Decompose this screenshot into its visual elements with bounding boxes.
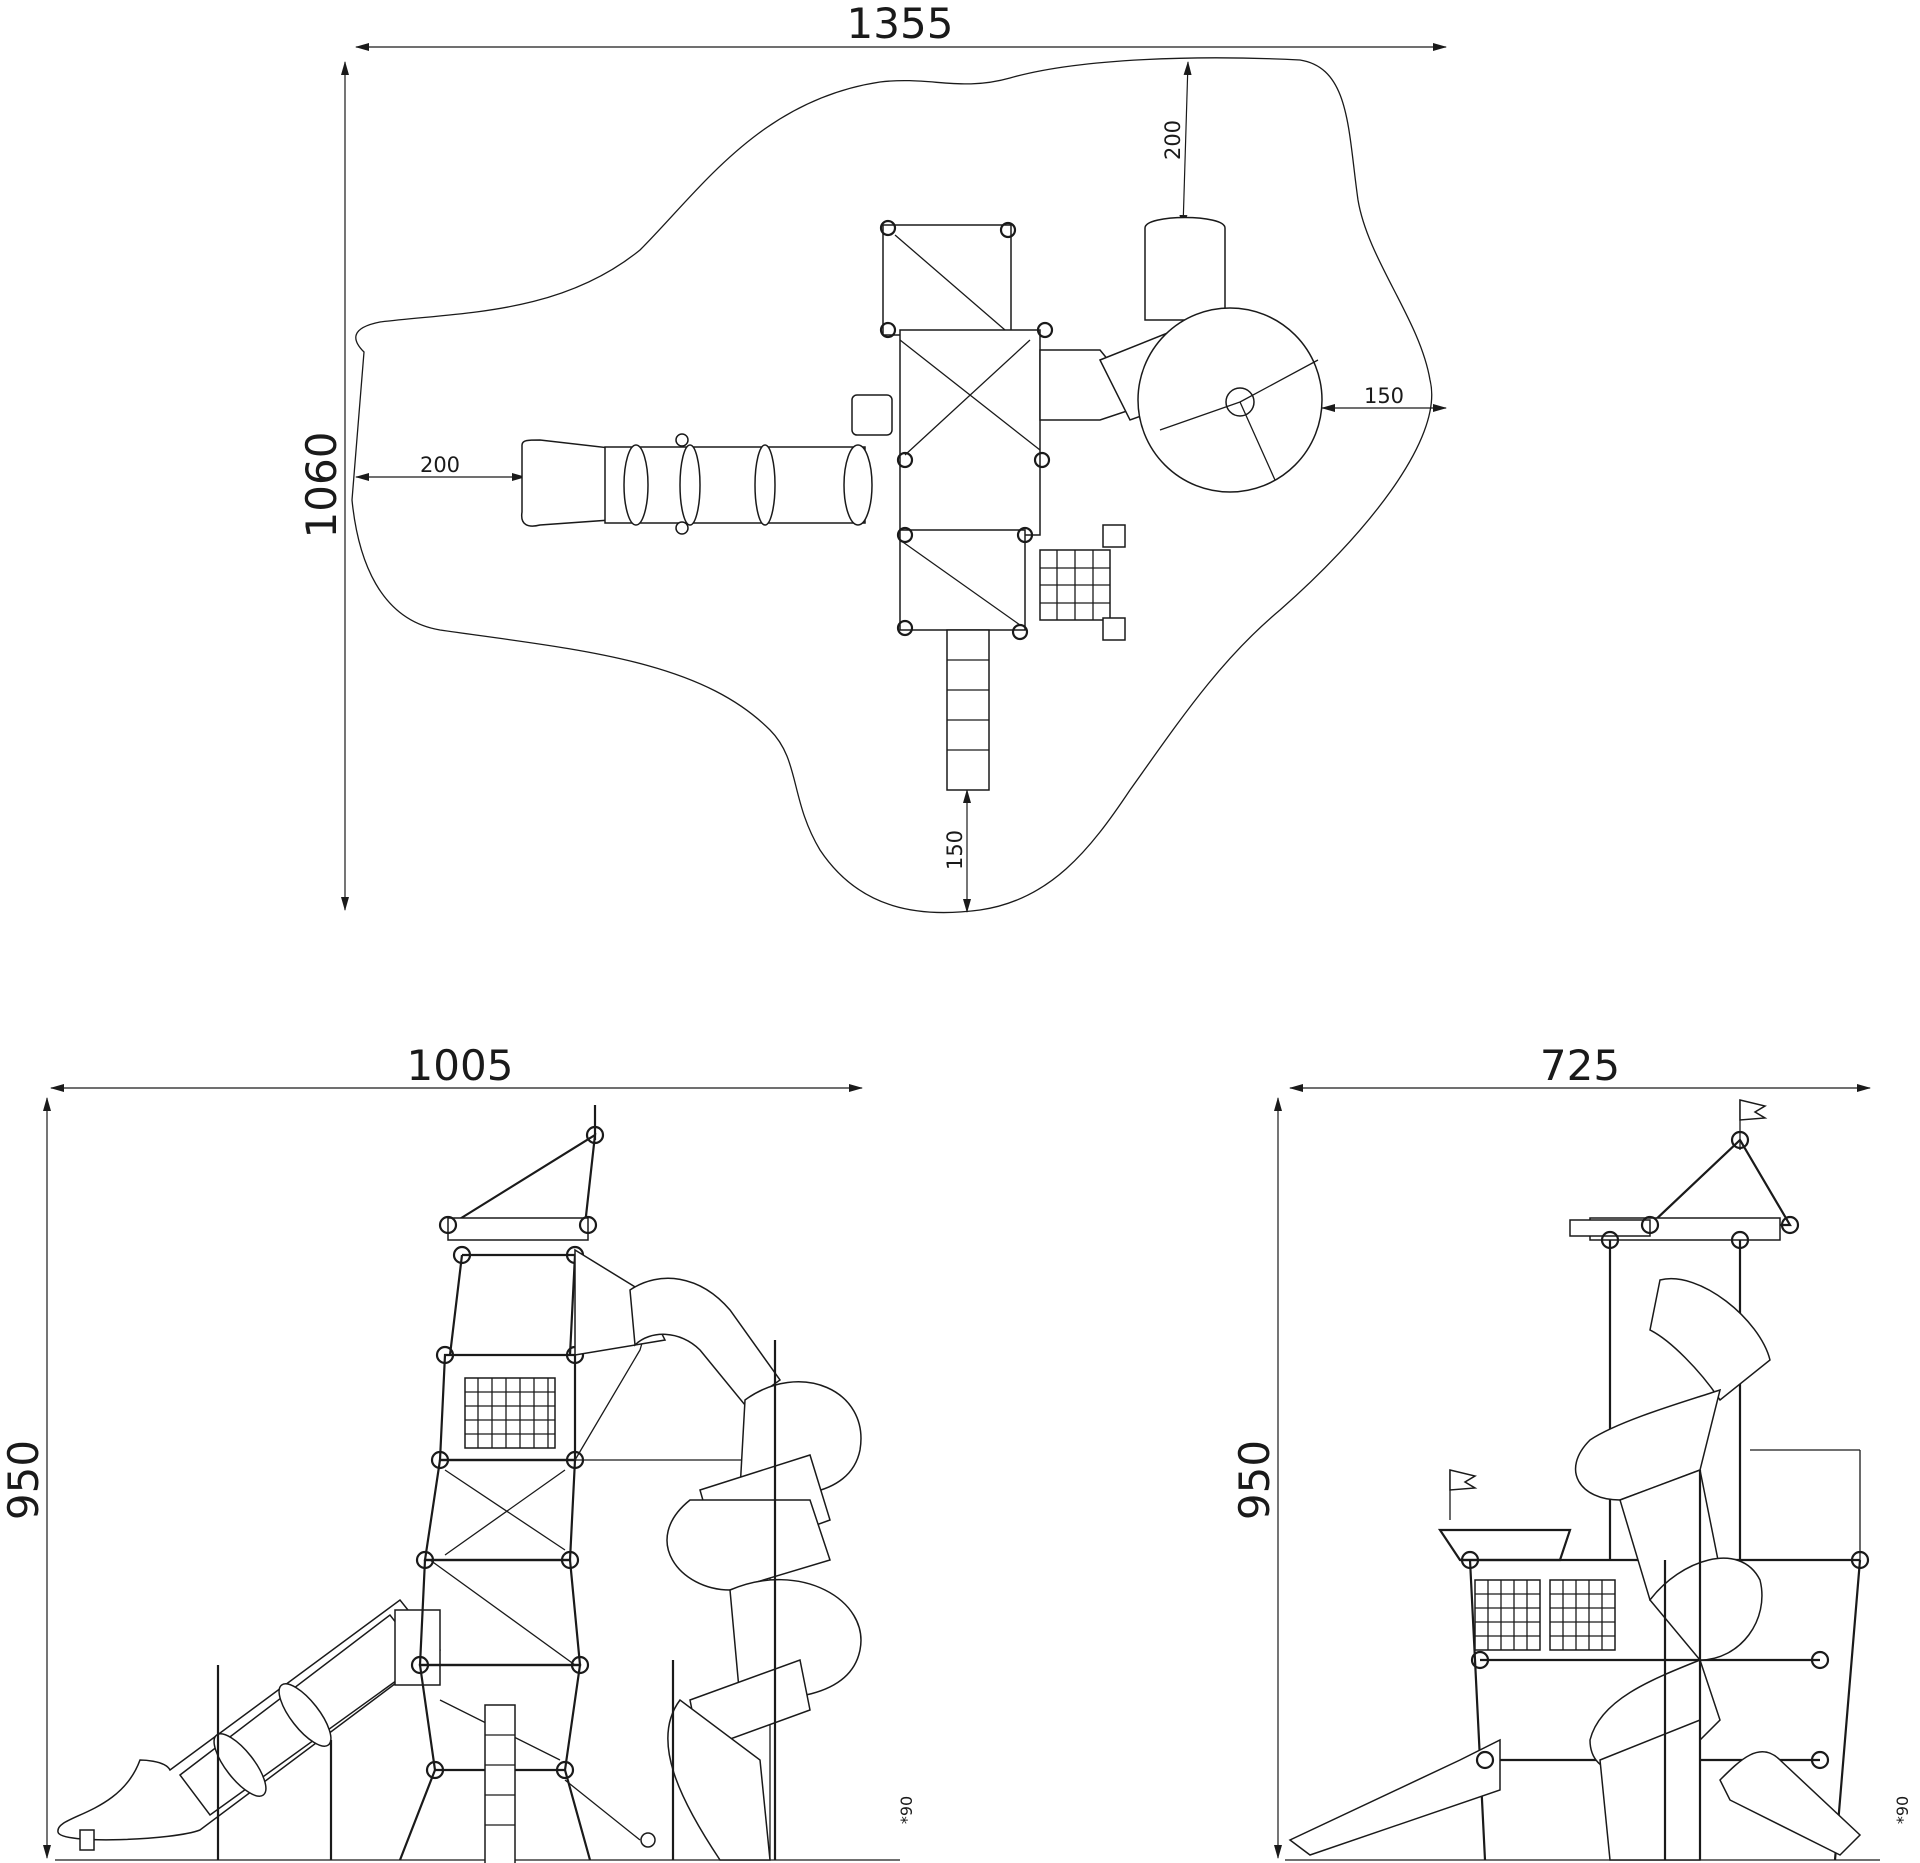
dim-label-plan-depth: 1060 [297,432,346,539]
side-spiral-slide [1574,1277,1771,1861]
dim-line-clear-top [1179,61,1192,229]
safety-area-outline [351,57,1433,914]
front-tower [398,1105,771,1863]
foundation-note-side: *90 [1893,1796,1912,1824]
dim-label-front-width: 1005 [407,1041,514,1090]
plan-spiral-slide [1039,216,1323,493]
plan-tower [851,219,1126,791]
dim-label-side-width: 725 [1540,1041,1620,1090]
plan-view: 1355 1060 200 200 150 150 [297,0,1447,914]
dim-label-clear-left: 200 [420,453,460,477]
dim-label-plan-width: 1355 [847,0,954,48]
dim-label-clear-top: 200 [1161,120,1185,160]
side-elevation: 725 950 *90 [1230,1041,1912,1861]
plan-tube-slide [520,433,873,535]
dim-label-clear-bottom: 150 [943,830,967,870]
front-tube-slide [57,1598,442,1860]
dim-label-side-height: 950 [1230,1440,1279,1520]
front-elevation: 1005 950 *90 [0,1041,916,1863]
dim-label-front-height: 950 [0,1440,48,1520]
foundation-note-front: *90 [897,1796,916,1824]
dim-label-clear-right: 150 [1364,384,1404,408]
side-tower [1288,1099,1870,1861]
front-spiral-slide [574,1248,862,1861]
